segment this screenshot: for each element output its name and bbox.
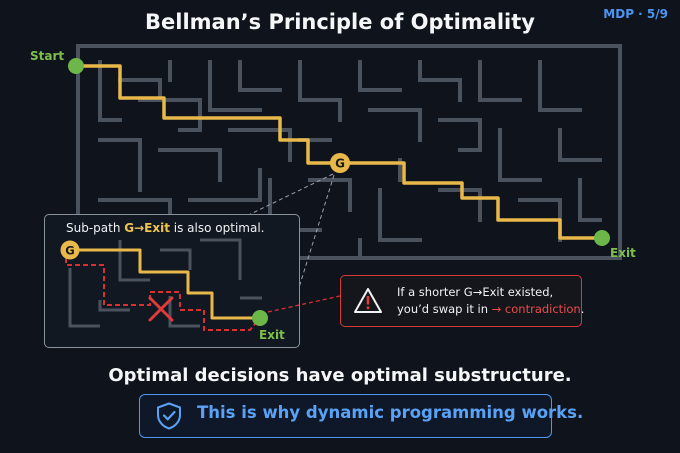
- inset-caption: Sub-path G→Exit is also optimal.: [66, 221, 265, 235]
- maze-border: [76, 44, 622, 260]
- waypoint-g-node: [330, 153, 350, 173]
- start-node: [68, 58, 84, 74]
- inset-optimal-path: [70, 248, 260, 320]
- contradiction-text: → contradiction: [491, 302, 581, 316]
- exit-node: [594, 230, 610, 246]
- waypoint-g-label: G: [335, 157, 345, 171]
- inset-exit-node: [252, 310, 268, 326]
- callout-line-1: If a shorter G→Exit existed,: [397, 285, 554, 299]
- exit-label: Exit: [610, 246, 636, 260]
- warning-connector: [267, 295, 341, 313]
- cross-icon: [148, 296, 174, 322]
- inset-caption-highlight: G→Exit: [124, 221, 170, 235]
- alternative-path: [65, 250, 259, 331]
- page-title: Bellman’s Principle of Optimality: [145, 10, 535, 34]
- subtitle: Optimal decisions have optimal substruct…: [108, 365, 572, 386]
- inset-waypoint-g-label: G: [65, 244, 74, 258]
- callout-line-2: you’d swap it in → contradiction.: [397, 302, 585, 316]
- conclusion-text: This is why dynamic programming works.: [197, 403, 584, 422]
- inset-maze-walls: [68, 238, 262, 328]
- slide-counter: MDP · 5/9: [603, 7, 668, 21]
- contradiction-callout: [340, 275, 582, 327]
- shield-check-icon: [157, 402, 181, 430]
- inset-exit-label: Exit: [259, 328, 285, 342]
- start-label: Start: [30, 49, 65, 63]
- connector-line: [291, 174, 335, 311]
- inset-waypoint-g-node: [60, 240, 80, 260]
- conclusion-box: [139, 394, 552, 438]
- warning-icon: [354, 288, 382, 313]
